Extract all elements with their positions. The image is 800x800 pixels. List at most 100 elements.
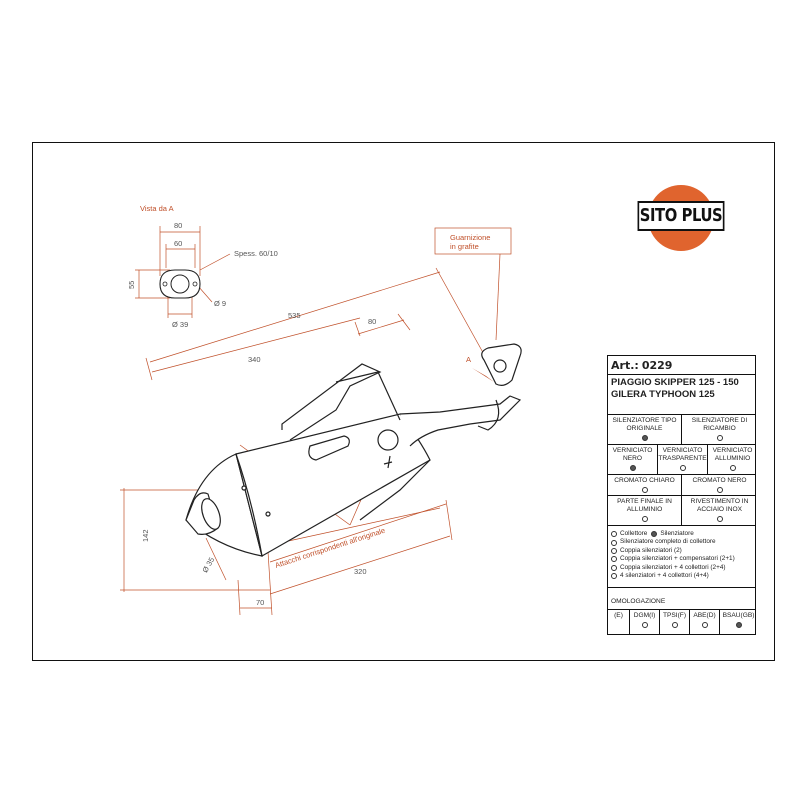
model-line: GILERA TYPHOON 125 [611,389,715,400]
option-label: Silenziatore completo di collettore [620,538,716,546]
chrome-light-label: CROMATO CHIARO [614,477,675,484]
homologation-tpsi[interactable]: TPSI(F) [660,610,690,635]
option-row[interactable]: Silenziatore completo di collettore [611,538,752,546]
type-replacement-dot[interactable] [716,435,723,441]
options-list: Collettore Silenziatore Silenziatore com… [608,528,755,588]
dim-535: 535 [288,311,301,320]
finish-transparent-dot[interactable] [679,465,686,471]
homologation-dot[interactable] [735,622,742,628]
gasket-note-line2: in grafite [450,242,479,251]
chrome-black-dot[interactable] [716,487,723,493]
homologation-section: OMOLOGAZIONE (E) DGM(I) TPSI(F) ABE(D) B… [608,598,755,635]
flange-view: Vista da A 80 60 55 Ø 39 Ø 9 Spess. 60/1… [127,204,278,329]
homologation-label: ABE(D) [693,612,716,619]
finish-black[interactable]: VERNICIATO NERO [608,445,658,474]
option-dot[interactable] [611,556,617,563]
chrome-light[interactable]: CROMATO CHIARO [608,475,682,495]
article-label: Art.: [611,359,639,372]
finish-row: VERNICIATO NERO VERNICIATO TRASPARENTE V… [608,445,755,475]
dim-80-top: 80 [174,221,182,230]
models-row: PIAGGIO SKIPPER 125 - 150 GILERA TYPHOON… [608,375,755,415]
option-dot[interactable] [611,573,617,580]
type-original[interactable]: SILENZIATORE TIPO ORIGINALE [608,415,682,444]
logo-text: SITO PLUS [637,201,725,231]
finish-black-label: VERNICIATO NERO [612,447,653,462]
option-dot[interactable] [611,531,617,538]
article-row: Art.: 0229 [608,356,755,375]
finish-transparent-label: VERNICIATO TRASPARENTE [658,447,707,462]
homologation-title: OMOLOGAZIONE [611,598,666,605]
finish-aluminium-dot[interactable] [729,465,736,471]
option-row[interactable]: 4 silenziatori + 4 collettori (4+4) [611,572,752,580]
type-replacement-label: SILENZIATORE DI RICAMBIO [691,417,748,432]
homologation-label: TPSI(F) [662,612,687,619]
spec-table: Art.: 0229 PIAGGIO SKIPPER 125 - 150 GIL… [607,355,756,635]
finish-transparent[interactable]: VERNICIATO TRASPARENTE [658,445,708,474]
finish-aluminium[interactable]: VERNICIATO ALLUMINIO [708,445,757,474]
type-replacement[interactable]: SILENZIATORE DI RICAMBIO [682,415,757,444]
option-dot[interactable] [611,539,617,546]
option-label: Silenziatore [660,530,694,537]
end-aluminium[interactable]: PARTE FINALE IN ALLUMINIO [608,496,682,525]
drawing-frame [32,142,775,661]
homologation-label: (E) [614,612,623,619]
dim-55: 55 [127,281,136,289]
view-label: Vista da A [140,204,174,213]
gasket-note-line1: Guarnizione [450,233,490,242]
option-dot[interactable] [611,564,617,571]
dim-d39: Ø 39 [172,320,188,329]
option-row[interactable]: Coppia silenziatori + 4 collettori (2+4) [611,564,752,572]
finish-black-dot[interactable] [629,465,636,471]
thickness-note: Spess. 60/10 [234,249,278,258]
homologation-e[interactable]: (E) [608,610,630,635]
chrome-row: CROMATO CHIARO CROMATO NERO [608,475,755,496]
option-row[interactable]: Collettore Silenziatore [611,530,752,538]
homologation-dot[interactable] [671,622,678,628]
option-label: Collettore [620,530,648,537]
option-row[interactable]: Coppia silenziatori (2) [611,547,752,555]
chrome-black-label: CROMATO NERO [692,477,747,484]
homologation-dgm[interactable]: DGM(I) [630,610,660,635]
homologation-dot[interactable] [641,622,648,628]
homologation-label: BSAU(GB) [722,612,755,619]
body-dimension-lines [120,267,497,616]
dim-70: 70 [256,598,264,607]
option-row[interactable]: Coppia silenziatori + compensatori (2+1) [611,555,752,563]
dim-340: 340 [248,355,261,364]
brand-logo: SITO PLUS [628,183,734,253]
option-label: Coppia silenziatori (2) [620,546,682,554]
chrome-light-dot[interactable] [641,487,648,493]
model-line: PIAGGIO SKIPPER 125 - 150 [611,377,739,388]
end-inox[interactable]: RIVESTIMENTO IN ACCIAIO INOX [682,496,757,525]
end-inox-dot[interactable] [716,516,723,522]
article-number: 0229 [641,359,673,372]
option-label: 4 silenziatori + 4 collettori (4+4) [620,572,709,580]
homologation-abe[interactable]: ABE(D) [690,610,720,635]
option-label: Coppia silenziatori + compensatori (2+1) [620,555,735,563]
dim-320: 320 [354,567,367,576]
point-a-label: A [466,355,471,364]
dim-d35: Ø 35 [200,556,216,575]
finish-aluminium-label: VERNICIATO ALLUMINIO [712,447,753,462]
dim-d9: Ø 9 [214,299,226,308]
dim-60: 60 [174,239,182,248]
option-label: Coppia silenziatori + 4 collettori (2+4) [620,563,726,571]
option-dot[interactable] [651,531,658,538]
dim-142: 142 [141,529,150,542]
type-row: SILENZIATORE TIPO ORIGINALE SILENZIATORE… [608,415,755,445]
end-aluminium-dot[interactable] [641,516,648,522]
gasket-note: Guarnizione in grafite [434,227,512,341]
homologation-cells: (E) DGM(I) TPSI(F) ABE(D) BSAU(GB) [608,609,755,635]
type-original-label: SILENZIATORE TIPO ORIGINALE [612,417,677,432]
end-aluminium-label: PARTE FINALE IN ALLUMINIO [617,498,672,513]
end-inox-label: RIVESTIMENTO IN ACCIAIO INOX [690,498,749,513]
muffler-body [185,343,522,557]
option-dot[interactable] [611,548,617,555]
type-original-dot[interactable] [641,435,648,441]
homologation-dot[interactable] [701,622,708,628]
homologation-bsau[interactable]: BSAU(GB) [720,610,757,635]
end-row: PARTE FINALE IN ALLUMINIO RIVESTIMENTO I… [608,496,755,526]
chrome-black[interactable]: CROMATO NERO [682,475,757,495]
dim-80-body: 80 [368,317,376,326]
